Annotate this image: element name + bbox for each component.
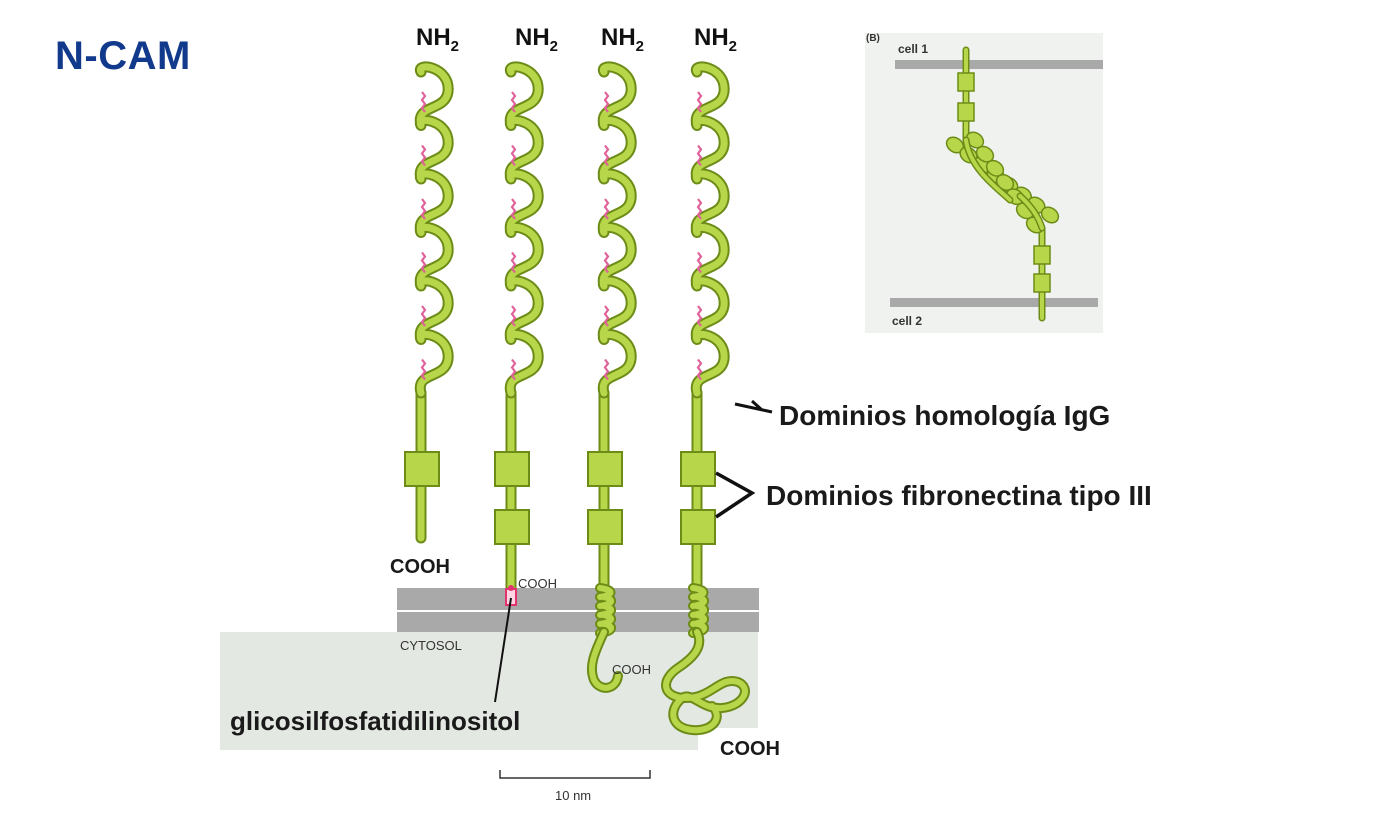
inset-fn3-domain [1033, 245, 1051, 265]
isoform-3-disulfide [603, 305, 610, 327]
isoform-4-disulfide [696, 251, 703, 274]
inset-cell1-label: cell 1 [898, 42, 929, 56]
isoform-2-fn3-domain [494, 451, 530, 487]
isoform-3-disulfide [603, 358, 610, 381]
scale-label: 10 nm [555, 788, 592, 803]
isoform-4-ig-domains [692, 63, 728, 397]
isoform-4-n-terminal: NH2 [694, 24, 738, 55]
isoform-4-disulfide [696, 144, 703, 167]
isoform-4-disulfide [696, 305, 703, 327]
isoform-1-disulfide [420, 251, 427, 274]
page-title: N-CAM [55, 34, 191, 78]
inset-link-a [964, 138, 1012, 202]
isoform-1-disulfide [420, 358, 427, 381]
isoform-1-fn3-domain [404, 451, 440, 487]
isoform-4-transmembrane-helix [690, 585, 707, 636]
isoform-3-transmembrane-helix [597, 585, 614, 636]
isoform-2 [494, 61, 544, 606]
scale-bar [499, 770, 651, 779]
isoform-3-disulfide [603, 198, 610, 220]
inset-ig-domain-b [975, 145, 995, 163]
fn-domains-label: Dominios fibronectina tipo III [766, 480, 1152, 511]
isoform-4 [661, 61, 750, 736]
isoform-1-ig-domains [416, 63, 452, 397]
isoform-1-disulfide [420, 144, 427, 167]
isoform-1-disulfide [420, 305, 427, 327]
isoform-4-disulfide [696, 358, 703, 381]
gpi-label: glicosilfosfatidilinositol [230, 706, 521, 736]
isoform-3-disulfide [603, 251, 610, 274]
inset-fn3-domain [957, 72, 975, 92]
inset-link-b [1018, 194, 1044, 230]
isoform-2-disulfide [510, 358, 517, 381]
isoform-3-fn3-domain [587, 509, 623, 545]
cell1-membrane [895, 60, 1103, 69]
isoform-2-disulfide [510, 305, 517, 327]
isoform-1-disulfide [420, 91, 427, 113]
inset-fn3-domain [957, 102, 975, 122]
isoform-4-fn3-domain [680, 451, 716, 487]
isoform-3-cytoplasmic-tail [588, 629, 621, 691]
gpi-anchor-head [508, 585, 514, 591]
isoform-4-fn3-domain [680, 509, 716, 545]
isoform-3-n-terminal: NH2 [601, 24, 645, 55]
isoform-2-n-terminal: NH2 [515, 24, 559, 55]
isoform-2-c-terminal: COOH [518, 576, 557, 591]
isoform-2-disulfide [510, 144, 517, 167]
inset-ig-domain-b [965, 131, 985, 149]
ncam-isoforms [404, 61, 750, 736]
isoform-3-disulfide [603, 144, 610, 167]
isoform-1 [404, 61, 454, 544]
isoform-3-ig-domains [599, 63, 635, 397]
membrane-inner-leaflet [397, 612, 759, 632]
isoform-4-c-terminal: COOH [720, 738, 780, 760]
isoform-1-c-terminal: COOH [390, 556, 450, 578]
isoform-2-disulfide [510, 91, 517, 113]
isoform-3-fn3-domain [587, 451, 623, 487]
inset-ig-domain-b [985, 159, 1005, 177]
cell2-membrane [890, 298, 1098, 307]
isoform-3-c-terminal: COOH [612, 662, 651, 677]
cytosol-label: CYTOSOL [400, 638, 462, 653]
isoform-2-fn3-domain [494, 509, 530, 545]
inset-adhesion-dimer [945, 46, 1060, 322]
isoform-3 [586, 61, 637, 693]
isoform-2-disulfide [510, 198, 517, 220]
ig-domains-pointer [734, 399, 773, 414]
isoform-1-disulfide [420, 198, 427, 220]
ig-domains-label: Dominios homología IgG [779, 400, 1111, 431]
gpi-pointer [494, 597, 512, 703]
fn-domains-bracket [715, 471, 756, 519]
isoform-1-n-terminal: NH2 [416, 24, 460, 55]
isoform-4-cytoplasmic-tail [663, 629, 748, 734]
inset-background [865, 33, 1103, 333]
isoform-2-ig-domains [506, 63, 542, 397]
isoform-4-disulfide [696, 198, 703, 220]
inset-ig-domain-a [1040, 206, 1060, 224]
inset-panel [865, 33, 1103, 333]
isoform-2-disulfide [510, 251, 517, 274]
membrane-outer-leaflet [397, 588, 759, 610]
inset-panel-label: (B) [866, 33, 880, 44]
inset-cell2-label: cell 2 [892, 314, 923, 328]
inset-fn3-domain [1033, 273, 1051, 293]
isoform-3-disulfide [603, 91, 610, 113]
isoform-4-disulfide [696, 91, 703, 113]
